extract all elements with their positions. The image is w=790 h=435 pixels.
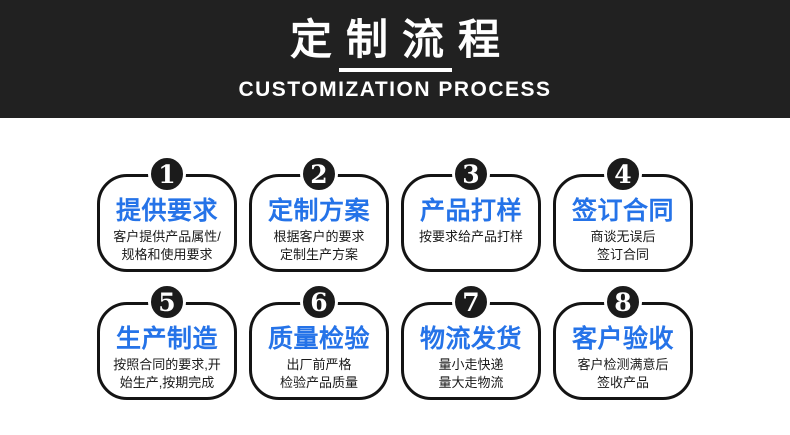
step-6-number-badge: 6 [300,283,338,321]
step-7-description: 量小走快递 量大走物流 [438,357,504,391]
header-banner: 定制流程 CUSTOMIZATION PROCESS [0,0,790,118]
step-5-title: 生产制造 [115,325,218,353]
step-3-number-badge: 3 [452,155,490,193]
step-card-6: 6 质量检验 出厂前严格 检验产品质量 [249,283,389,400]
page-title-english: CUSTOMIZATION PROCESS [238,77,552,101]
step-7-card-body: 物流发货 量小走快递 量大走物流 [401,302,541,400]
step-6-title: 质量检验 [267,325,370,353]
step-5-description: 按照合同的要求,开 始生产,按期完成 [113,357,221,391]
step-3-title: 产品打样 [419,197,522,225]
step-4-number-badge: 4 [604,155,642,193]
step-card-4: 4 签订合同 商谈无误后 签订合同 [553,155,693,272]
step-1-title: 提供要求 [115,197,218,225]
step-8-description: 客户检测满意后 签收产品 [577,357,669,391]
step-6-card-body: 质量检验 出厂前严格 检验产品质量 [249,302,389,400]
step-3-description: 按要求给产品打样 [418,229,523,245]
step-2-number-badge: 2 [300,155,338,193]
step-8-title: 客户验收 [571,325,674,353]
step-8-number-badge: 8 [604,283,642,321]
step-card-7: 7 物流发货 量小走快递 量大走物流 [401,283,541,400]
step-7-title: 物流发货 [419,325,522,353]
step-card-5: 5 生产制造 按照合同的要求,开 始生产,按期完成 [97,283,237,400]
step-8-card-body: 客户验收 客户检测满意后 签收产品 [553,302,693,400]
title-underline [338,67,452,72]
step-card-1: 1 提供要求 客户提供产品属性/ 规格和使用要求 [97,155,237,272]
step-7-number-badge: 7 [452,283,490,321]
step-card-8: 8 客户验收 客户检测满意后 签收产品 [553,283,693,400]
step-4-title: 签订合同 [571,197,674,225]
process-steps-grid: 1 提供要求 客户提供产品属性/ 规格和使用要求 2 定制方案 根据客户的要求 … [97,155,693,400]
step-1-number-badge: 1 [148,155,186,193]
step-6-description: 出厂前严格 检验产品质量 [279,357,358,391]
page-title-chinese: 定制流程 [289,14,514,64]
step-card-3: 3 产品打样 按要求给产品打样 [401,155,541,272]
step-2-title: 定制方案 [267,197,370,225]
step-1-description: 客户提供产品属性/ 规格和使用要求 [113,229,221,263]
step-5-number-badge: 5 [148,283,186,321]
step-2-description: 根据客户的要求 定制生产方案 [273,229,365,263]
step-4-description: 商谈无误后 签订合同 [590,229,656,263]
step-card-2: 2 定制方案 根据客户的要求 定制生产方案 [249,155,389,272]
